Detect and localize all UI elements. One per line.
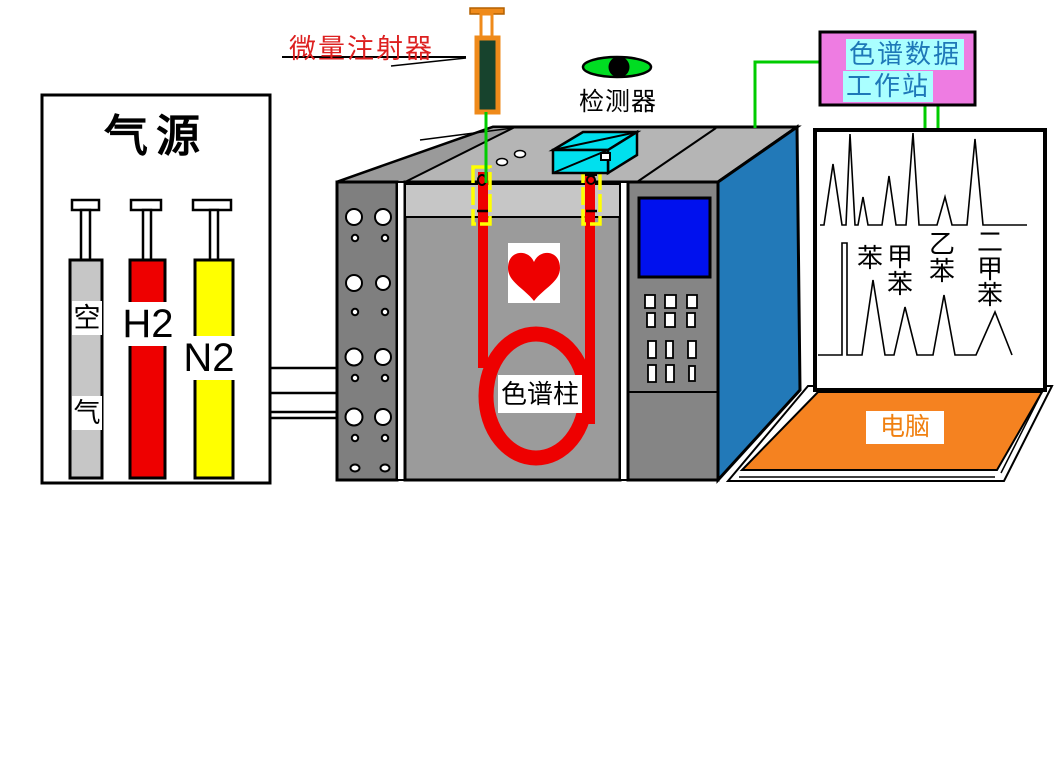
hydrogen-cylinder-label: H2 <box>121 302 175 346</box>
column-coil <box>478 326 594 466</box>
nitrogen-cylinder-label: N2 <box>180 336 238 380</box>
chromatogram-upper-trace <box>820 132 1027 226</box>
chromatogram-peak-label: 甲苯 <box>886 242 913 299</box>
display-screen <box>637 196 712 279</box>
left-panel-knobs <box>344 208 392 473</box>
column-tubing <box>478 171 595 466</box>
heart-sticker <box>508 243 560 303</box>
chromatogram-peak-label: 苯 <box>856 243 883 273</box>
syringe-icon <box>469 7 505 183</box>
workstation-label-line1: 色谱数据 <box>846 39 965 70</box>
computer-monitor <box>813 128 1047 392</box>
gc-machine <box>335 124 802 484</box>
syringe-label: 微量注射器 <box>289 34 434 64</box>
chromatogram-lower-trace <box>818 242 1013 356</box>
computer-label: 电脑 <box>866 411 944 444</box>
keypad <box>644 294 698 383</box>
detector-eye-icon <box>581 55 653 79</box>
syringe-label-leader <box>282 56 467 67</box>
machine-left-panel <box>335 180 399 482</box>
signal-wires <box>753 60 940 129</box>
chromatogram-peak-label: 二甲苯 <box>976 227 1003 310</box>
air-cylinder <box>68 198 104 480</box>
heart-icon <box>508 252 560 301</box>
detector-housing <box>548 129 642 176</box>
gas-supply-lines <box>270 366 337 420</box>
gas-source-title: 气源 <box>104 112 208 161</box>
workstation-label-line2: 工作站 <box>843 71 934 102</box>
hydrogen-cylinder <box>128 198 167 480</box>
chromatogram-peak-label: 乙苯 <box>928 229 955 286</box>
air-cylinder-label-bottom: 气 <box>72 396 102 430</box>
air-cylinder-label-top: 空 <box>72 301 102 335</box>
detector-label: 检测器 <box>578 88 657 116</box>
column-label: 色谱柱 <box>498 375 582 413</box>
